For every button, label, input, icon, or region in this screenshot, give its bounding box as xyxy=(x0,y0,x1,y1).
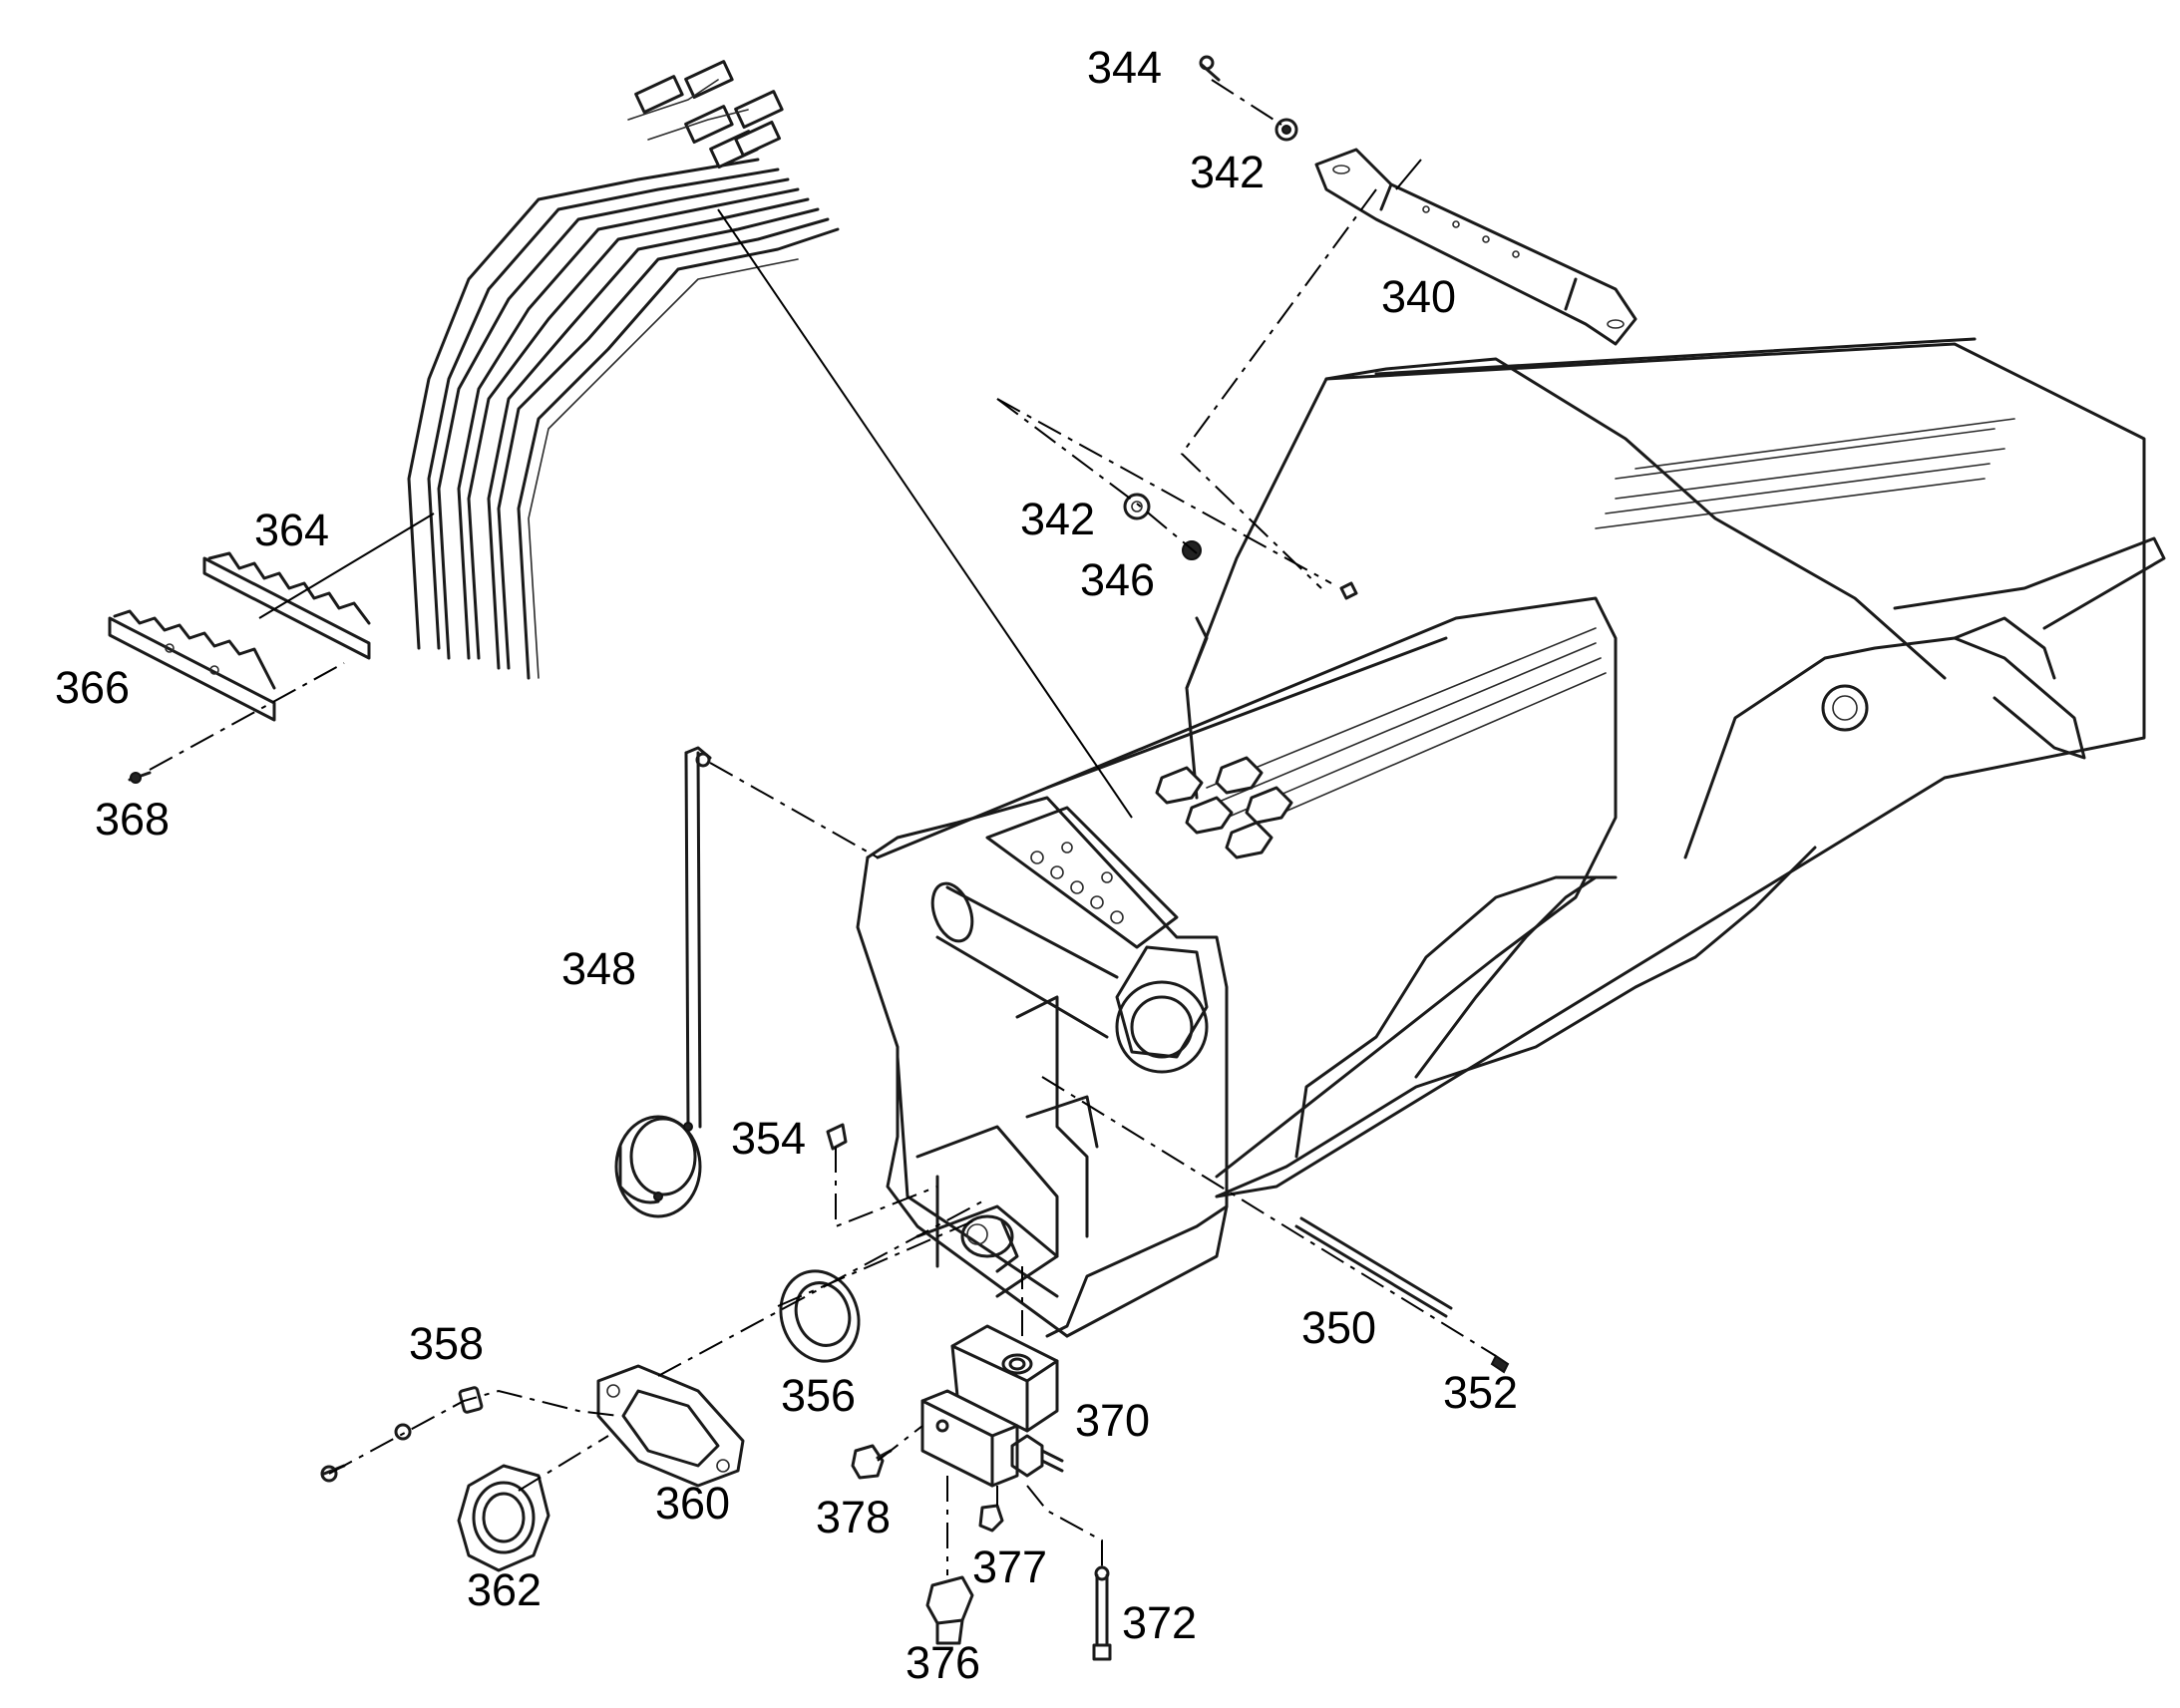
callout-378: 378 xyxy=(816,1492,891,1542)
fitting-376 xyxy=(925,1575,974,1645)
hose-fittings xyxy=(634,60,784,170)
callout-370: 370 xyxy=(1075,1395,1150,1446)
clamp-bar-366 xyxy=(108,609,276,722)
callout-340: 340 xyxy=(1381,271,1456,322)
callout-346: 346 xyxy=(1080,554,1155,605)
callout-358: 358 xyxy=(409,1318,484,1369)
boom-arm xyxy=(856,337,2166,1338)
callout-344: 344 xyxy=(1087,42,1162,93)
bolt-344 xyxy=(1199,55,1221,82)
callout-labels: 344 342 340 342 346 364 366 368 348 354 … xyxy=(55,42,1518,1688)
tube-fittings xyxy=(1155,756,1293,859)
callout-366: 366 xyxy=(55,662,130,713)
boss-355 xyxy=(1339,581,1358,600)
callout-368: 368 xyxy=(95,794,170,845)
pin-350 xyxy=(1294,1216,1510,1374)
callout-360: 360 xyxy=(655,1478,730,1529)
hose-bundle xyxy=(407,60,840,680)
callout-377: 377 xyxy=(972,1541,1047,1592)
callout-342-top: 342 xyxy=(1190,147,1265,197)
callout-372: 372 xyxy=(1122,1597,1197,1648)
callout-350: 350 xyxy=(1301,1302,1376,1353)
callout-376: 376 xyxy=(906,1637,980,1688)
seal-356 xyxy=(779,1269,861,1363)
callout-342-lower: 342 xyxy=(1020,494,1095,544)
fitting-378 xyxy=(851,1444,893,1480)
valve-block-370 xyxy=(920,1324,1064,1488)
sensor-rod-348 xyxy=(614,746,712,1218)
assembly-center-lines xyxy=(149,79,1497,1575)
bracket-340 xyxy=(1314,148,1637,346)
callout-354: 354 xyxy=(731,1113,806,1164)
flange-360 xyxy=(596,1364,745,1488)
bolt-372 xyxy=(1092,1565,1112,1661)
washer-342-top xyxy=(1274,118,1298,142)
washer-342-lower xyxy=(1123,493,1151,520)
screw-368 xyxy=(128,771,152,784)
callout-348: 348 xyxy=(561,943,636,994)
channel-holes xyxy=(1030,842,1124,924)
callout-352: 352 xyxy=(1443,1367,1518,1418)
leader-lines xyxy=(258,159,1422,819)
fitting-377 xyxy=(978,1504,1004,1533)
hose-clamp-364 xyxy=(202,551,371,660)
callout-364: 364 xyxy=(254,505,329,555)
callout-356: 356 xyxy=(781,1370,856,1421)
callout-362: 362 xyxy=(467,1564,542,1615)
nut-362 xyxy=(457,1464,550,1572)
plug-354 xyxy=(826,1123,848,1151)
